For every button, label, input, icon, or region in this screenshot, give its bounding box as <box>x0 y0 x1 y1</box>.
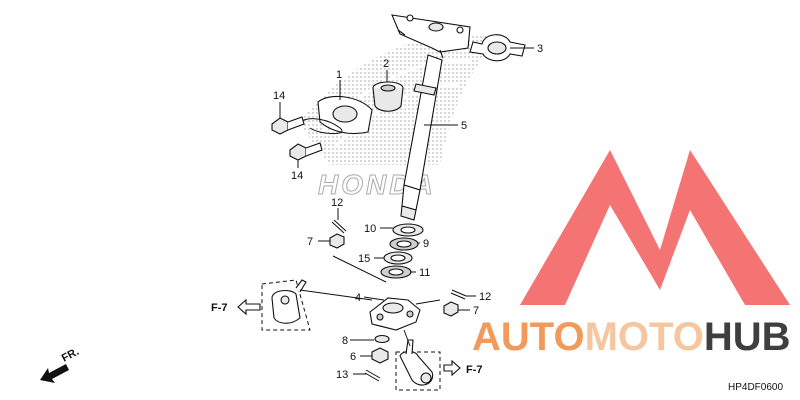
tie-rod-end-left <box>261 279 311 331</box>
callout-12-left: 12 <box>331 197 343 209</box>
shaft-bushing <box>372 81 404 112</box>
illustration-code: HP4DF0600 <box>728 382 783 393</box>
callout-13: 13 <box>336 369 348 381</box>
cotter-pin-bottom <box>364 369 381 382</box>
callout-8: 8 <box>342 335 348 347</box>
watermark-triangle-inner <box>585 235 640 290</box>
ref-f7-right-label: F-7 <box>466 364 483 376</box>
callout-4: 4 <box>355 292 361 304</box>
watermark-hub: HUB <box>704 315 791 359</box>
castle-nut-right <box>443 301 459 317</box>
callout-9: 9 <box>423 238 429 250</box>
watermark-auto: AUTO <box>472 315 585 359</box>
ref-f7-right: F-7 <box>443 359 483 377</box>
callout-7-left: 7 <box>307 236 313 248</box>
bearing-stack <box>380 223 424 279</box>
front-arrow-icon <box>40 364 69 383</box>
steering-arm <box>369 297 421 331</box>
watermark-triangle-outer <box>520 150 790 305</box>
callout-6: 6 <box>350 351 356 363</box>
cotter-pin-left <box>331 219 347 234</box>
leader-lines <box>279 47 534 375</box>
front-label: FR. <box>60 346 81 365</box>
washer <box>374 334 390 344</box>
callout-3: 3 <box>537 43 543 55</box>
castle-nut-left <box>329 233 345 249</box>
tie-rod-end-right <box>395 339 441 391</box>
callout-14-bottom: 14 <box>291 170 303 182</box>
callout-5: 5 <box>461 120 467 132</box>
ref-right-arrow-icon <box>443 359 461 377</box>
nut <box>371 347 389 364</box>
ref-f7-left: F-7 <box>211 298 261 316</box>
callout-14-top: 14 <box>273 90 285 102</box>
cotter-pin-right <box>450 289 467 300</box>
callout-12-right: 12 <box>479 291 491 303</box>
ref-f7-left-label: F-7 <box>211 302 228 314</box>
callout-1: 1 <box>336 69 342 81</box>
flange-bolts <box>271 116 323 161</box>
shaft-holder-with-clip <box>299 95 373 135</box>
shaft-holder-clamp <box>469 34 526 62</box>
steering-shaft <box>391 14 471 221</box>
watermark-wordmark: AUTOMOTOHUB <box>472 315 791 359</box>
callout-11: 11 <box>419 267 430 279</box>
callout-2: 2 <box>383 58 389 70</box>
callout-10: 10 <box>364 223 376 235</box>
watermark-moto: MOTO <box>585 315 704 359</box>
callout-7-right: 7 <box>473 305 479 317</box>
front-direction-indicator: FR. <box>40 346 81 383</box>
callout-15: 15 <box>358 253 370 265</box>
linking-lines <box>299 255 441 347</box>
ref-left-arrow-icon <box>237 298 261 316</box>
watermark-logo: AUTOMOTOHUB <box>472 150 791 359</box>
